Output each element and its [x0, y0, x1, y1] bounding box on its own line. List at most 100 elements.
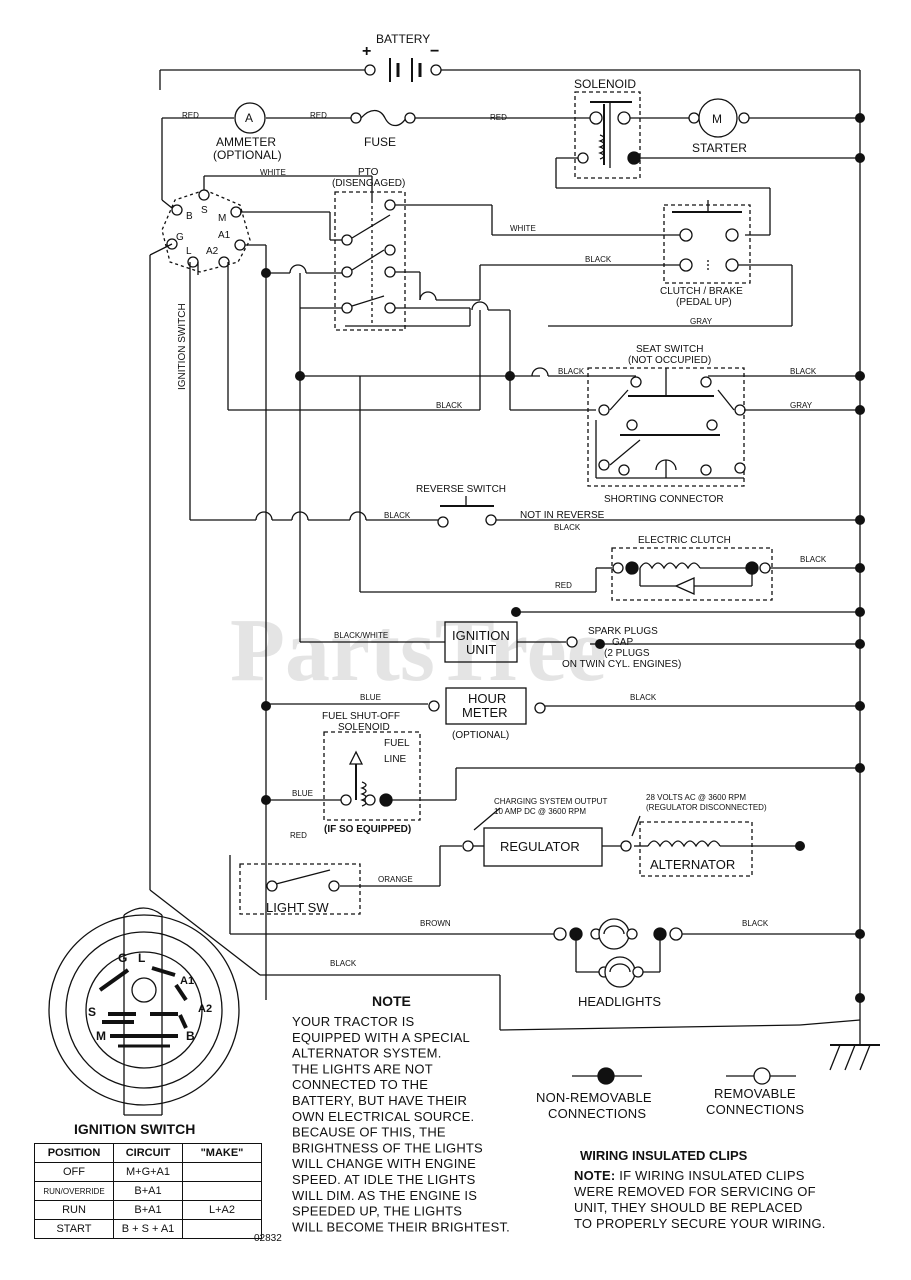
wire-brown: BROWN: [420, 919, 451, 928]
note-line: ALTERNATOR SYSTEM.: [292, 1046, 442, 1061]
header-make: "MAKE": [182, 1143, 262, 1163]
charging-output-1: CHARGING SYSTEM OUTPUT: [494, 797, 607, 806]
clips-line-3: UNIT, THEY SHOULD BE REPLACED: [574, 1200, 803, 1215]
hour-meter-label-1: HOUR: [468, 691, 506, 706]
wire-black-3: BLACK: [790, 367, 817, 376]
ignition-switch-title: IGNITION SWITCH: [74, 1121, 196, 1137]
terminal-b: B: [186, 211, 193, 222]
legend-removable-1: REMOVABLE: [714, 1086, 796, 1101]
row-position: RUN/OVERRIDE: [34, 1181, 114, 1201]
wire-black-2: BLACK: [558, 367, 585, 376]
row-make: L+A2: [182, 1200, 262, 1220]
seat-switch-label: SEAT SWITCH: [636, 344, 703, 355]
pto-label: PTO: [358, 167, 379, 178]
legend-removable-2: CONNECTIONS: [706, 1102, 804, 1117]
note-line: WILL CHANGE WITH ENGINE: [292, 1156, 476, 1171]
ammeter-optional: (OPTIONAL): [213, 148, 282, 162]
table-header-row: POSITION CIRCUIT "MAKE": [34, 1143, 262, 1163]
battery-plus: +: [362, 43, 371, 60]
solenoid-label: SOLENOID: [574, 77, 636, 91]
row-make: [182, 1181, 262, 1201]
note-line: EQUIPPED WITH A SPECIAL: [292, 1030, 470, 1045]
table-row: START B + S + A1: [34, 1219, 262, 1239]
wire-white-1: WHITE: [260, 168, 286, 177]
row-position: START: [34, 1219, 114, 1239]
terminal-g: G: [176, 232, 184, 243]
wire-gray-2: GRAY: [790, 401, 813, 410]
wire-red-5: RED: [290, 831, 307, 840]
wire-white-2: WHITE: [510, 224, 536, 233]
spark-plugs-4: ON TWIN CYL. ENGINES): [562, 659, 681, 670]
clutch-brake-label: CLUTCH / BRAKE: [660, 286, 743, 297]
alternator-label: ALTERNATOR: [650, 857, 735, 872]
face-s: S: [88, 1005, 96, 1019]
alternator-spec-1: 28 VOLTS AC @ 3600 RPM: [646, 793, 746, 802]
wire-black-white: BLACK/WHITE: [334, 631, 388, 640]
row-make: [182, 1162, 262, 1182]
wire-black-1: BLACK: [585, 255, 612, 264]
note-title: NOTE: [372, 993, 411, 1009]
ammeter-symbol: A: [245, 111, 253, 125]
ignition-unit-label-1: IGNITION: [452, 628, 510, 643]
spark-plugs-3: (2 PLUGS: [604, 648, 650, 659]
note-line: CONNECTED TO THE: [292, 1077, 428, 1092]
row-circuit: M+G+A1: [113, 1162, 183, 1182]
fuse-label: FUSE: [364, 135, 396, 149]
starter-symbol: M: [712, 112, 722, 126]
note-line: THE LIGHTS ARE NOT: [292, 1061, 433, 1076]
terminal-a1: A1: [218, 230, 231, 241]
charging-output-2: 10 AMP DC @ 3600 RPM: [494, 807, 586, 816]
note-line: BRIGHTNESS OF THE LIGHTS: [292, 1140, 483, 1155]
face-a2: A2: [198, 1003, 212, 1015]
table-row: RUN B+A1 L+A2: [34, 1200, 262, 1220]
legend-non-removable-2: CONNECTIONS: [548, 1106, 646, 1121]
row-circuit: B + S + A1: [113, 1219, 183, 1239]
ignition-switch-vertical-label: IGNITION SWITCH: [177, 303, 188, 390]
fuel-solenoid-1: FUEL SHUT-OFF: [322, 711, 400, 722]
face-l: L: [138, 951, 145, 965]
headlights-label: HEADLIGHTS: [578, 994, 661, 1009]
header-circuit: CIRCUIT: [113, 1143, 183, 1163]
not-in-reverse-label: NOT IN REVERSE: [520, 510, 605, 521]
hour-meter-optional: (OPTIONAL): [452, 730, 509, 741]
wire-black-4: BLACK: [436, 401, 463, 410]
face-m: M: [96, 1029, 106, 1043]
battery-label: BATTERY: [376, 32, 430, 46]
row-position: RUN: [34, 1200, 114, 1220]
fuel-solenoid-2: SOLENOID: [338, 722, 390, 733]
note-line: BATTERY, BUT HAVE THEIR: [292, 1093, 467, 1108]
terminal-l: L: [186, 246, 192, 257]
battery-minus: −: [430, 43, 439, 60]
drawing-code: 02832: [254, 1233, 282, 1244]
terminal-a2: A2: [206, 246, 219, 257]
header-position: POSITION: [34, 1143, 114, 1163]
reverse-switch-label: REVERSE SWITCH: [416, 484, 506, 495]
wire-gray-1: GRAY: [690, 317, 713, 326]
wire-red-1: RED: [182, 111, 199, 120]
note-line: BECAUSE OF THIS, THE: [292, 1125, 446, 1140]
alternator-spec-2: (REGULATOR DISCONNECTED): [646, 803, 767, 812]
row-position: OFF: [34, 1162, 114, 1182]
wire-blue-1: BLUE: [360, 693, 381, 702]
wire-black-6: BLACK: [554, 523, 581, 532]
wire-black-9: BLACK: [742, 919, 769, 928]
clips-title: WIRING INSULATED CLIPS: [580, 1148, 748, 1163]
ammeter-label: AMMETER: [216, 135, 276, 149]
clutch-brake-state: (PEDAL UP): [676, 297, 732, 308]
light-sw-label: LIGHT SW: [266, 900, 329, 915]
wire-black-5: BLACK: [384, 511, 411, 520]
spark-plugs-2: GAP: [612, 637, 633, 648]
clips-line-4: TO PROPERLY SECURE YOUR WIRING.: [574, 1216, 826, 1231]
face-a1: A1: [180, 975, 194, 987]
wire-red-2: RED: [310, 111, 327, 120]
note-line: OWN ELECTRICAL SOURCE.: [292, 1109, 474, 1124]
note-line: YOUR TRACTOR IS: [292, 1014, 415, 1029]
face-g: G: [118, 951, 127, 965]
clips-note-label: NOTE:: [574, 1168, 615, 1183]
wire-black-8: BLACK: [630, 693, 657, 702]
pto-state: (DISENGAGED): [332, 178, 405, 189]
watermark: PartsTree: [230, 601, 606, 700]
electric-clutch-label: ELECTRIC CLUTCH: [638, 535, 731, 546]
